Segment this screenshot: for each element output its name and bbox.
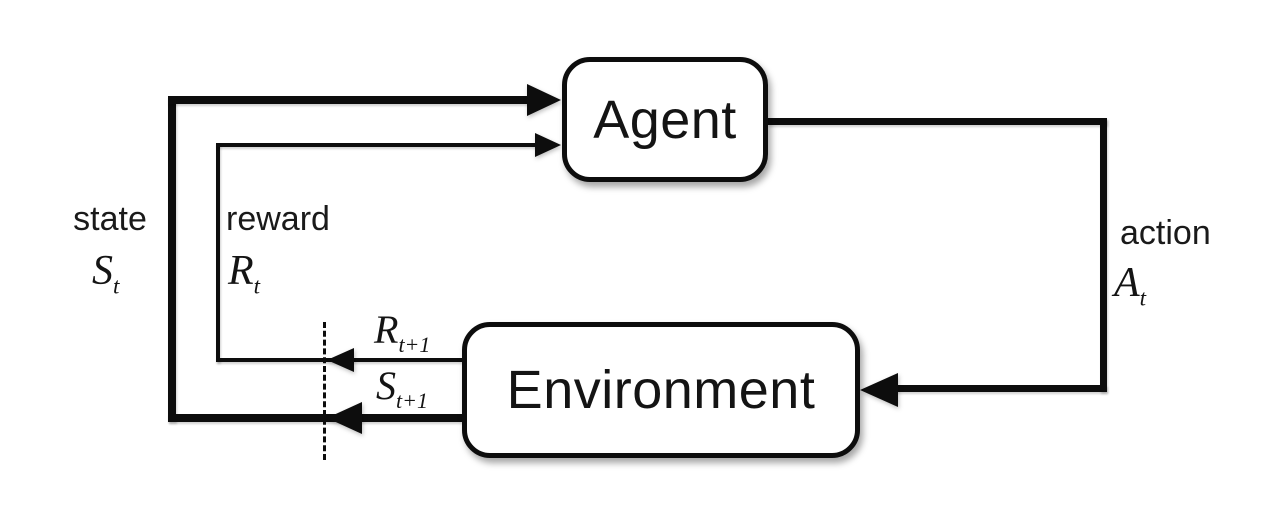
next-state-arrowhead-icon — [327, 402, 362, 434]
reward-symbol: Rt — [228, 248, 261, 299]
environment-label: Environment — [506, 360, 816, 420]
reward-word-label: reward — [226, 200, 330, 238]
next-state-line — [168, 414, 462, 422]
next-state-symbol: St+1 — [376, 363, 428, 413]
action-line-bottom — [896, 385, 1107, 392]
next-reward-arrowhead-icon — [327, 348, 354, 372]
action-symbol: At — [1114, 260, 1147, 311]
state-line-vertical — [168, 96, 176, 422]
state-arrowhead-icon — [527, 84, 561, 116]
action-arrowhead-icon — [860, 373, 898, 407]
time-step-dashed-line — [323, 322, 326, 460]
agent-label: Agent — [593, 89, 737, 150]
state-word-label: state — [73, 200, 147, 238]
state-symbol: St — [92, 248, 120, 299]
next-reward-symbol: Rt+1 — [374, 307, 431, 357]
agent-node: Agent — [562, 57, 768, 182]
reward-line-top — [216, 143, 536, 147]
reward-line-vertical — [216, 143, 220, 362]
action-line-vertical — [1100, 118, 1107, 392]
state-line-top — [168, 96, 528, 104]
reward-arrowhead-icon — [535, 133, 561, 157]
action-word-label: action — [1120, 214, 1211, 252]
action-line-top — [768, 118, 1107, 125]
environment-node: Environment — [462, 322, 860, 458]
